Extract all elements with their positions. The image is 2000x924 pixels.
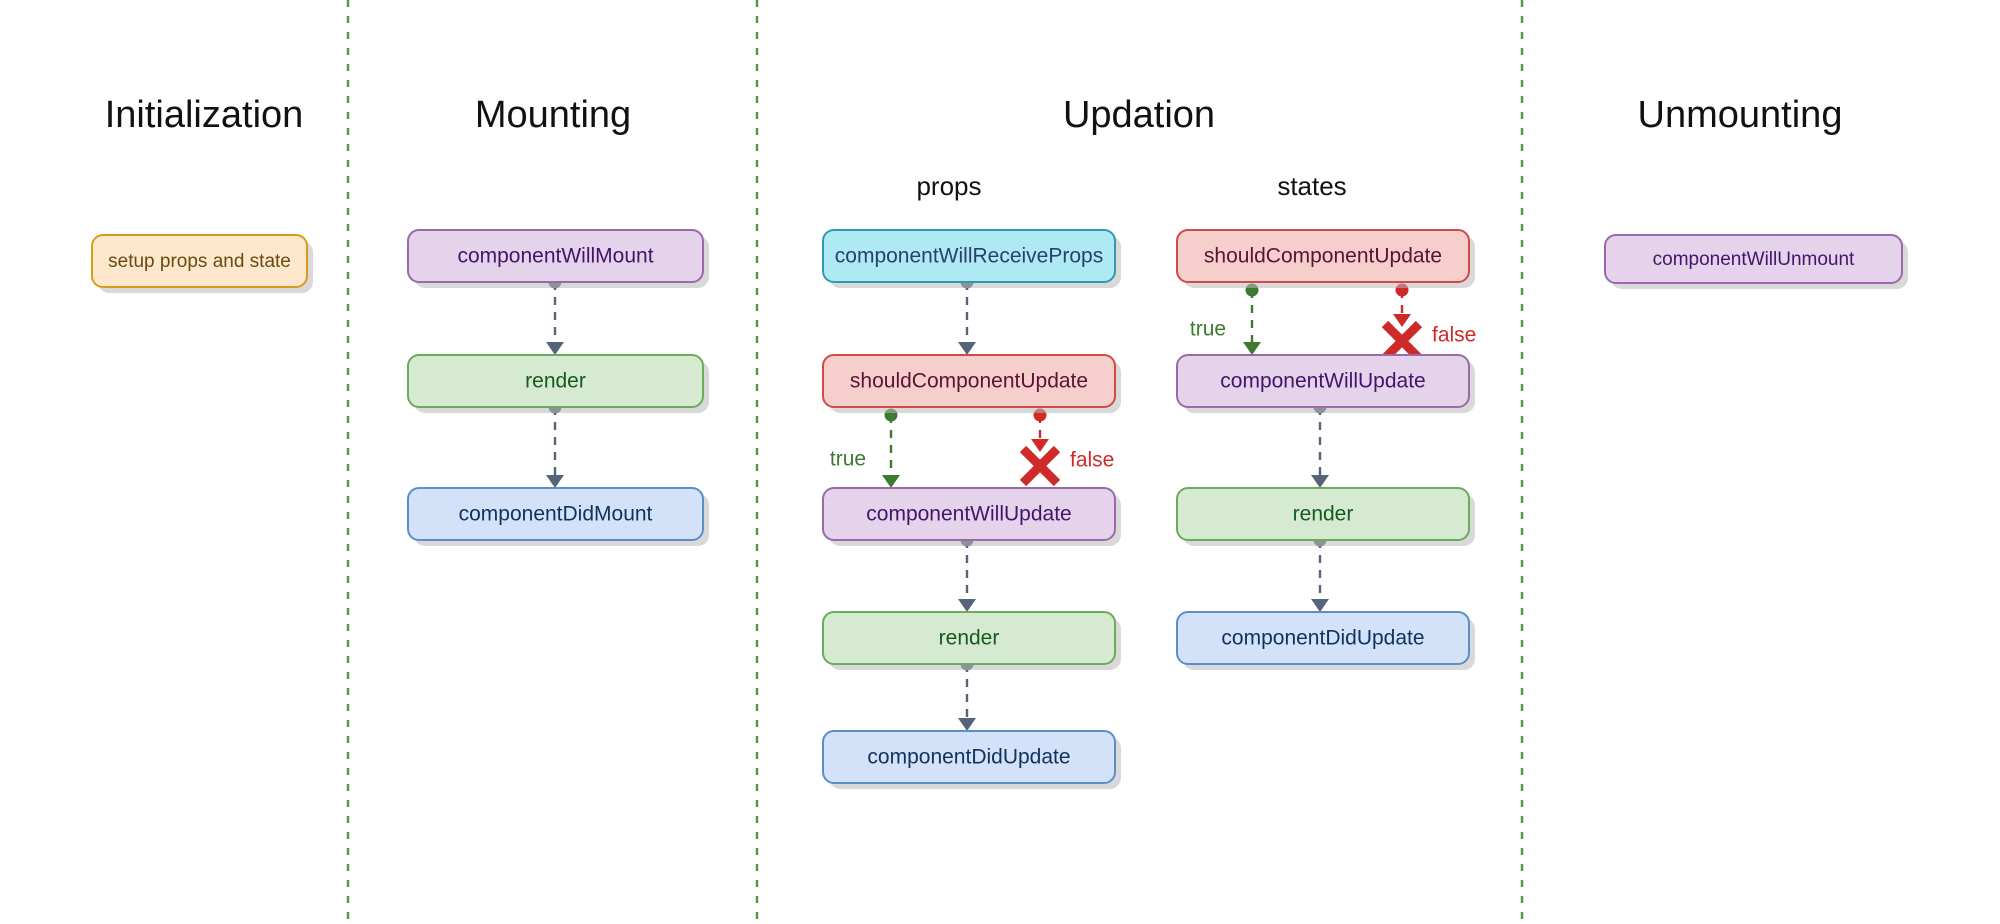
node-label: render — [939, 627, 1000, 650]
node-box[interactable] — [822, 487, 1116, 541]
cross-stroke — [1381, 320, 1423, 362]
cross-icon — [1381, 320, 1423, 362]
node-mount-render[interactable]: render — [407, 354, 709, 413]
connector-edge-states-scu-true — [1243, 283, 1261, 355]
node-label: render — [1293, 503, 1354, 526]
connector-edge-props-scu-true — [882, 408, 900, 488]
node-setup-props-and-state[interactable]: setup props and state — [91, 234, 313, 293]
node-component-will-receive-props[interactable]: componentWillReceiveProps — [822, 229, 1121, 288]
connector-arrowhead — [1311, 599, 1329, 612]
node-box[interactable] — [407, 487, 704, 541]
node-props-component-will-update[interactable]: componentWillUpdate — [822, 487, 1121, 546]
node-states-component-will-update[interactable]: componentWillUpdate — [1176, 354, 1475, 413]
node-component-will-mount[interactable]: componentWillMount — [407, 229, 709, 288]
node-box[interactable] — [1176, 611, 1470, 665]
phase-title-mounting: Mounting — [475, 94, 631, 136]
node-box[interactable] — [822, 229, 1116, 283]
branch-labels: true false true false — [830, 318, 1476, 472]
node-label: shouldComponentUpdate — [850, 370, 1088, 393]
subtitle-states: states — [1277, 171, 1346, 201]
lifecycle-method-nodes: setup props and state componentWillMount r… — [91, 229, 1908, 789]
connector-edge-render-to-did-mount — [546, 400, 564, 488]
node-states-render[interactable]: render — [1176, 487, 1475, 546]
connector-arrowhead — [1393, 314, 1411, 327]
branch-label-props-false: false — [1070, 449, 1114, 472]
node-box[interactable] — [1176, 354, 1470, 408]
node-label: componentWillUpdate — [866, 503, 1071, 526]
phase-titles: Initialization Mounting Updation Unmounting… — [105, 94, 1843, 201]
phase-title-unmounting: Unmounting — [1638, 94, 1843, 136]
node-states-component-did-update[interactable]: componentDidUpdate — [1176, 611, 1475, 670]
node-box[interactable] — [1604, 234, 1903, 284]
false-branch-cross-markers — [1019, 320, 1423, 487]
node-label: componentDidUpdate — [867, 746, 1070, 769]
node-label: shouldComponentUpdate — [1204, 245, 1442, 268]
node-box[interactable] — [1176, 229, 1470, 283]
connector-arrowhead — [958, 599, 976, 612]
connector-edge-states-cwu-to-render — [1311, 400, 1329, 488]
node-states-should-component-update[interactable]: shouldComponentUpdate — [1176, 229, 1475, 288]
branch-label-states-true: true — [1190, 318, 1226, 341]
node-box[interactable] — [822, 611, 1116, 665]
node-label: componentWillMount — [457, 245, 653, 268]
node-box[interactable] — [407, 229, 704, 283]
cross-stroke — [1019, 445, 1061, 487]
node-box[interactable] — [91, 234, 308, 288]
branch-label-props-true: true — [830, 448, 866, 471]
phase-title-initialization: Initialization — [105, 94, 304, 136]
column-separators — [346, 0, 1524, 924]
connector-edge-props-scu-false — [1031, 408, 1049, 452]
node-box[interactable] — [1176, 487, 1470, 541]
connector-arrowhead — [958, 718, 976, 731]
node-component-did-mount[interactable]: componentDidMount — [407, 487, 709, 546]
node-label: render — [525, 370, 586, 393]
connector-arrowhead — [882, 475, 900, 488]
node-label: componentWillUnmount — [1653, 249, 1855, 270]
node-label: componentWillReceiveProps — [835, 245, 1103, 268]
connector-edge-states-scu-false — [1393, 283, 1411, 327]
node-box[interactable] — [822, 730, 1116, 784]
cross-icon — [1019, 445, 1061, 487]
connector-arrowhead — [546, 475, 564, 488]
node-props-render[interactable]: render — [822, 611, 1121, 670]
node-label: componentDidMount — [459, 503, 653, 526]
node-label: setup props and state — [108, 251, 291, 272]
connector-arrowhead — [1243, 342, 1261, 355]
branch-label-states-false: false — [1432, 324, 1476, 347]
connector-arrowhead — [958, 342, 976, 355]
node-props-should-component-update[interactable]: shouldComponentUpdate — [822, 354, 1121, 413]
connector-arrowhead — [546, 342, 564, 355]
node-component-will-unmount[interactable]: componentWillUnmount — [1604, 234, 1908, 289]
phase-title-updation: Updation — [1063, 94, 1215, 136]
connector-arrowhead — [1031, 439, 1049, 452]
node-label: componentWillUpdate — [1220, 370, 1425, 393]
node-label: componentDidUpdate — [1221, 627, 1424, 650]
node-box[interactable] — [407, 354, 704, 408]
connector-arrowhead — [1311, 475, 1329, 488]
node-box[interactable] — [822, 354, 1116, 408]
subtitle-props: props — [916, 171, 981, 201]
node-props-component-did-update[interactable]: componentDidUpdate — [822, 730, 1121, 789]
